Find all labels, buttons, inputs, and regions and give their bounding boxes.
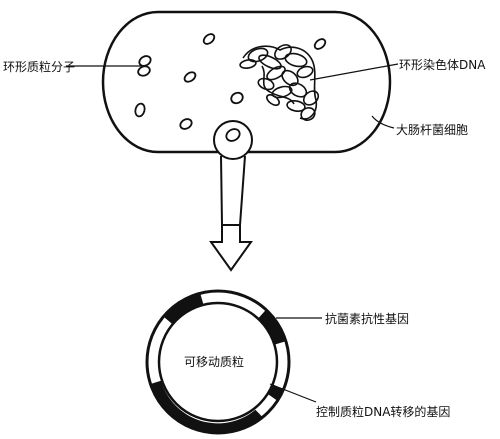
plasmid-loop — [138, 55, 152, 67]
plasmid-loop — [202, 33, 216, 45]
plasmid-loop — [134, 102, 146, 118]
highlighted-plasmid — [225, 128, 241, 142]
label-plasmid-molecule: 环形质粒分子 — [3, 59, 75, 74]
label-transfer-gene: 控制质粒DNA转移的基因 — [316, 404, 450, 419]
label-antibiotic-gene: 抗菌素抗性基因 — [325, 311, 409, 326]
down-arrow — [209, 224, 253, 272]
gene-segment — [163, 293, 204, 325]
gene-segment — [266, 384, 284, 401]
transfer-control-gene — [150, 380, 263, 433]
label-mobile-plasmid: 可移动质粒 — [184, 354, 244, 369]
antibiotic-resistance-gene — [258, 309, 286, 345]
plasmid-loop — [183, 71, 197, 83]
zoom-connector — [220, 155, 246, 226]
label-ecoli-cell: 大肠杆菌细胞 — [396, 123, 468, 137]
plasmid-loop — [137, 65, 151, 77]
ecoli-cell-outline — [101, 10, 392, 154]
chromosome-dna-tangle — [239, 44, 320, 121]
mobile-plasmid-ring — [145, 289, 291, 435]
label-chromosome-dna: 环形染色体DNA — [399, 57, 486, 72]
plasmid-loop — [230, 91, 244, 105]
plasmid-loop — [179, 118, 193, 130]
plasmid-loop — [313, 38, 327, 50]
plasmid-loops — [134, 33, 327, 130]
